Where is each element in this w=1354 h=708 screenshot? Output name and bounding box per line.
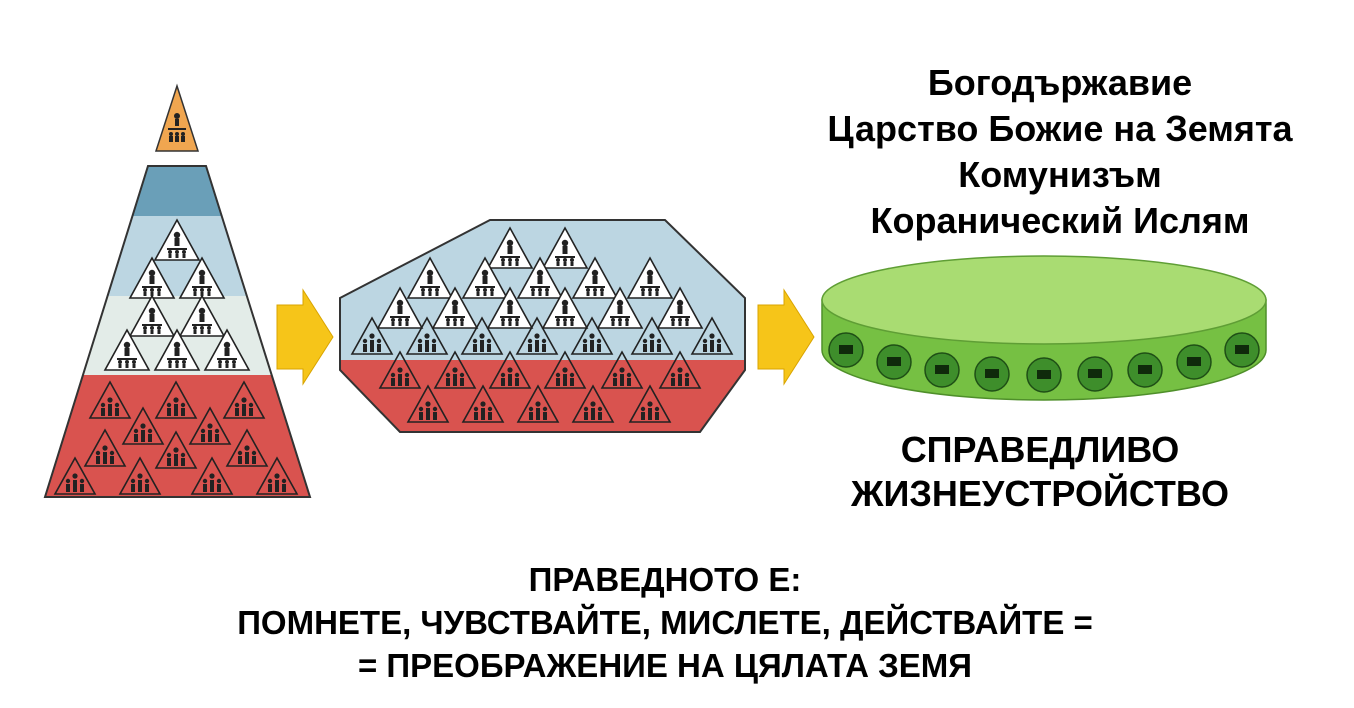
people-circle-icon (1224, 332, 1260, 368)
ideal-society-labels: Богодържавие Царство Божие на Земята Ком… (800, 60, 1320, 244)
people-circle-icon (1176, 344, 1212, 380)
caption-line: ЖИЗНЕУСТРОЙСТВО (850, 473, 1230, 514)
statement-line: ПРАВЕДНОТО Е: (528, 561, 802, 598)
disk-stage (821, 255, 1267, 401)
arrow-1 (276, 288, 334, 386)
statement-line: = ПРЕОБРАЖЕНИЕ НА ЦЯЛАТА ЗЕМЯ (357, 647, 973, 684)
statement-line: ПОМНЕТЕ, ЧУВСТВАЙТЕ, МИСЛЕТЕ, ДЕЙСТВАЙТЕ… (237, 604, 1093, 641)
disk-beads (828, 332, 1260, 393)
arrow-2 (757, 288, 815, 386)
people-circle-icon (1077, 356, 1113, 392)
label-line: Богодържавие (927, 62, 1193, 103)
disk-top (821, 255, 1267, 345)
label-line: Комунизъм (958, 154, 1162, 195)
people-circle-icon (1026, 357, 1062, 393)
disk-caption: СПРАВЕДЛИВО ЖИЗНЕУСТРОЙСТВО (820, 428, 1260, 516)
people-circle-icon (924, 352, 960, 388)
hexagon-stage (339, 219, 746, 433)
pyramid-stage (43, 83, 312, 498)
hexagon-band-lower (340, 360, 745, 432)
label-line: Царство Божие на Земята (827, 108, 1293, 149)
people-circle-icon (828, 332, 864, 368)
bottom-statement: ПРАВЕДНОТО Е: ПОМНЕТЕ, ЧУВСТВАЙТЕ, МИСЛЕ… (100, 558, 1230, 687)
pyramid-band-top (45, 166, 310, 216)
people-circle-icon (1127, 352, 1163, 388)
pyramid-apex-icon (168, 113, 186, 142)
label-line: Коранический Ислям (870, 200, 1250, 241)
caption-line: СПРАВЕДЛИВО (900, 429, 1180, 470)
people-circle-icon (974, 356, 1010, 392)
people-circle-icon (876, 344, 912, 380)
